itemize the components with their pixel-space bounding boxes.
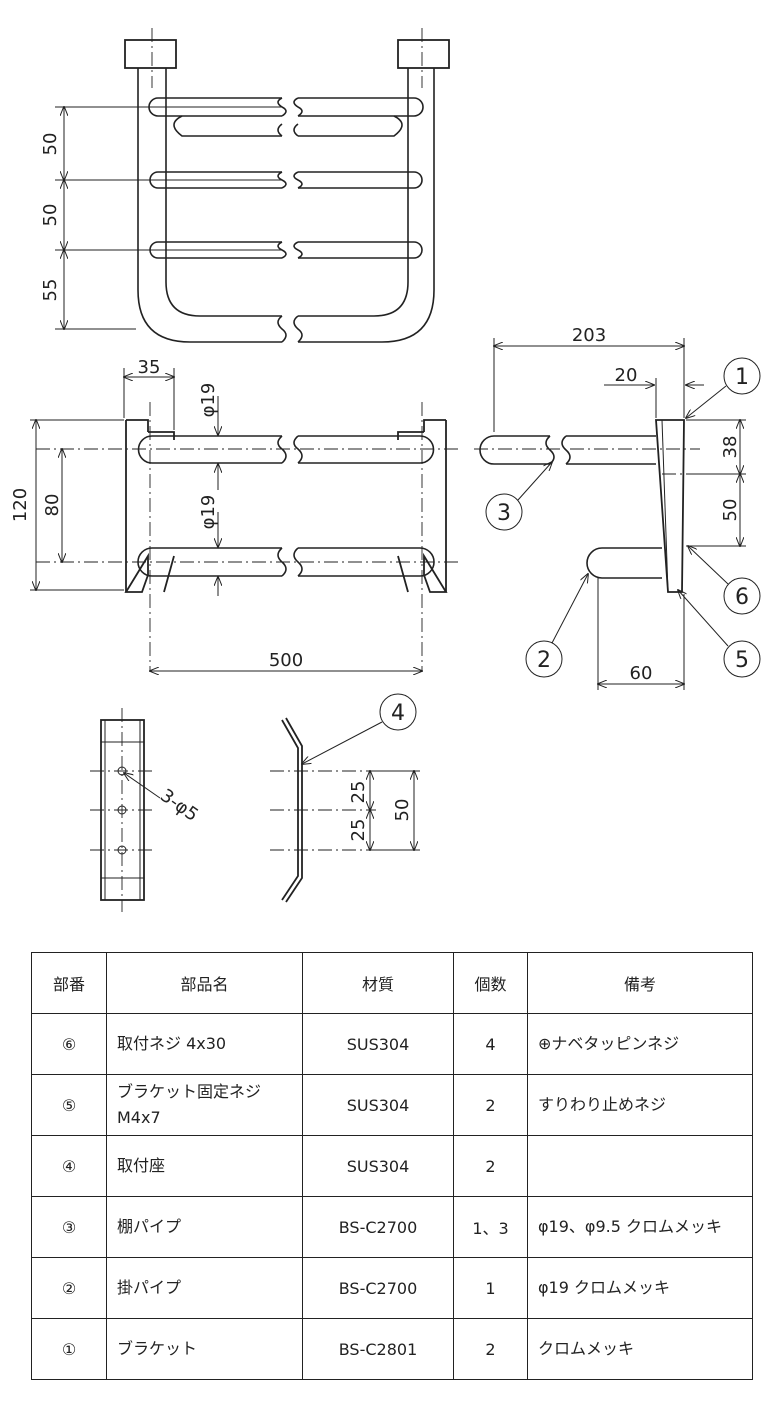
cell-material: SUS304	[302, 1074, 454, 1136]
table-row: ⑥ 取付ネジ 4x30 SUS304 4 ⊕ナベタッピンネジ	[31, 1013, 753, 1075]
cell-no: ③	[31, 1196, 107, 1258]
dim-seat-25a: 25	[348, 781, 369, 804]
cell-material: SUS304	[302, 1013, 454, 1075]
cell-no: ②	[31, 1257, 107, 1319]
dim-depth: 203	[572, 325, 606, 346]
cell-note	[527, 1135, 753, 1197]
balloon-5: 5	[735, 648, 749, 673]
cell-name: 取付座	[106, 1135, 303, 1197]
cell-material: SUS304	[302, 1135, 454, 1197]
dim-seat-25b: 25	[348, 819, 369, 842]
header-part-no: 部番	[31, 952, 107, 1014]
table-row: ① ブラケット BS-C2801 2 クロムメッキ	[31, 1318, 753, 1380]
cell-no: ⑥	[31, 1013, 107, 1075]
balloon-3: 3	[497, 501, 511, 526]
cell-name: ブラケット固定ネジ M4x7	[106, 1074, 303, 1136]
top-view: 35 φ19 φ19 120 80 500	[10, 357, 460, 672]
cell-no: ①	[31, 1318, 107, 1380]
cell-qty: 1	[453, 1257, 528, 1319]
balloon-1: 1	[735, 365, 749, 390]
table-row: ④ 取付座 SUS304 2	[31, 1135, 753, 1197]
cell-qty: 2	[453, 1318, 528, 1380]
balloon-4: 4	[391, 701, 405, 726]
cell-material: BS-C2801	[302, 1318, 454, 1380]
cell-qty: 2	[453, 1074, 528, 1136]
side-view: 203 20 38 50 60 1 3 2 6 5	[474, 325, 761, 690]
dim-overall-width: 500	[269, 650, 303, 671]
header-material: 材質	[302, 952, 454, 1014]
cell-qty: 1、3	[453, 1196, 528, 1258]
header-part-name: 部品名	[106, 952, 303, 1014]
cell-qty: 2	[453, 1135, 528, 1197]
cell-note: すりわり止めネジ	[527, 1074, 753, 1136]
parts-table: 部番 部品名 材質 個数 備考 ⑥ 取付ネジ 4x30 SUS304 4 ⊕ナベ…	[31, 952, 753, 1380]
cell-name: 取付ネジ 4x30	[106, 1013, 303, 1075]
header-remarks: 備考	[527, 952, 753, 1014]
cell-qty: 4	[453, 1013, 528, 1075]
table-row: ③ 棚パイプ BS-C2700 1、3 φ19、φ9.5 クロムメッキ	[31, 1196, 753, 1258]
cell-note: φ19、φ9.5 クロムメッキ	[527, 1196, 753, 1258]
seat-side-view: 25 25 50 4	[270, 693, 420, 903]
dim-seat-50: 50	[392, 799, 413, 822]
dim-overall-height: 120	[10, 488, 31, 522]
dim-pipe-pitch: 80	[42, 494, 63, 517]
cell-note: ⊕ナベタッピンネジ	[527, 1013, 753, 1075]
cell-material: BS-C2700	[302, 1196, 454, 1258]
cell-material: BS-C2700	[302, 1257, 454, 1319]
header-quantity: 個数	[453, 952, 528, 1014]
dim-front-50a: 50	[40, 133, 61, 156]
dim-side-50: 50	[720, 499, 741, 522]
cell-name: ブラケット	[106, 1318, 303, 1380]
dim-bracket-offset: 20	[615, 365, 638, 386]
dim-front-55: 55	[40, 279, 61, 302]
balloon-2: 2	[537, 648, 551, 673]
dim-front-50b: 50	[40, 204, 61, 227]
table-row: ② 掛パイプ BS-C2700 1 φ19 クロムメッキ	[31, 1257, 753, 1319]
dim-pipe-dia-1: φ19	[198, 383, 219, 418]
dim-side-38: 38	[720, 436, 741, 459]
cell-note: クロムメッキ	[527, 1318, 753, 1380]
table-header-row: 部番 部品名 材質 個数 備考	[31, 952, 753, 1014]
balloon-6: 6	[735, 585, 749, 610]
dim-pipe-dia-2: φ19	[198, 495, 219, 530]
cell-no: ⑤	[31, 1074, 107, 1136]
cell-name: 棚パイプ	[106, 1196, 303, 1258]
front-view: 50 50 55	[40, 28, 450, 343]
dim-hang-depth: 60	[630, 663, 653, 684]
table-row: ⑤ ブラケット固定ネジ M4x7 SUS304 2 すりわり止めネジ	[31, 1074, 753, 1136]
dim-holes: 3-φ5	[156, 785, 202, 826]
cell-no: ④	[31, 1135, 107, 1197]
cell-name: 掛パイプ	[106, 1257, 303, 1319]
seat-front-view: 3-φ5	[90, 708, 202, 912]
technical-drawing: 50 50 55 35 φ19	[10, 28, 761, 912]
cell-note: φ19 クロムメッキ	[527, 1257, 753, 1319]
dim-bracket-width: 35	[138, 357, 161, 378]
